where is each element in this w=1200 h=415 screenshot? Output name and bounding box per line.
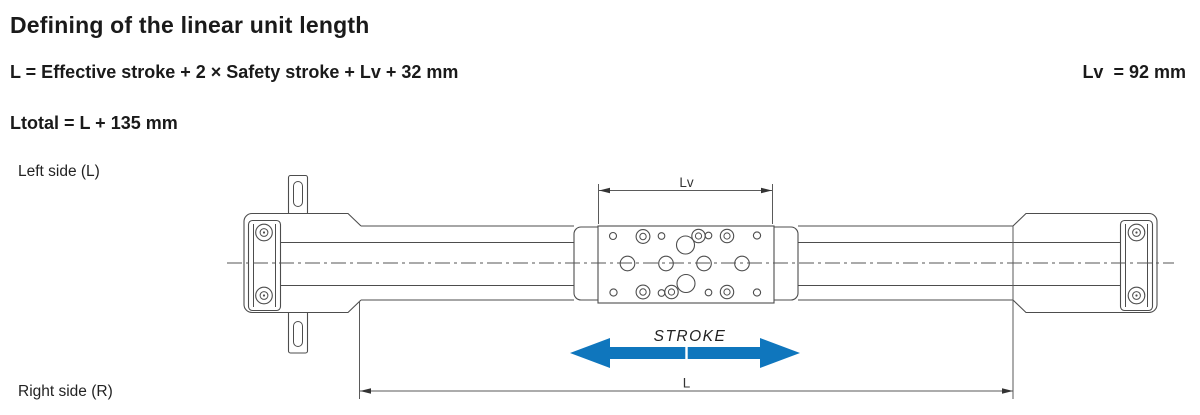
rail-body: [280, 225, 1121, 301]
carriage-hole: [657, 232, 666, 240]
carriage-hole: [704, 288, 713, 297]
carriage-hole-inner: [667, 288, 676, 296]
carriage-hole: [719, 228, 735, 244]
carriage-hole: [609, 288, 618, 297]
screw-hole-inner: [1132, 291, 1141, 300]
screw-hole-inner: [259, 228, 269, 237]
carriage-hole: [664, 284, 679, 300]
mounting-slot-top: [293, 181, 303, 207]
carriage-hole: [657, 289, 666, 297]
mounting-bracket-left: [287, 174, 309, 354]
left-side-label: Left side (L): [18, 163, 100, 180]
screw-hole-inner: [259, 291, 269, 300]
lv-value-note: Lv = 92 mm: [1082, 62, 1186, 82]
stroke-label: STROKE: [654, 328, 727, 345]
screw-center-dot: [262, 231, 266, 234]
arrow-left-icon: [599, 187, 610, 194]
right-side-label: Right side (R): [18, 383, 113, 400]
stroke-double-arrow-icon: [570, 338, 800, 368]
screw-center-dot: [1135, 231, 1138, 234]
l-dimension-label: L: [683, 376, 691, 391]
carriage-hole-inner: [723, 288, 731, 296]
right-end-plate: [1119, 219, 1154, 312]
carriage-hole-inner: [723, 232, 731, 240]
formula-length: L = Effective stroke + 2 × Safety stroke…: [10, 62, 459, 82]
carriage-hole: [719, 284, 735, 300]
carriage-hole: [752, 288, 762, 297]
screw-hole-inner: [1132, 228, 1141, 237]
carriage-hole: [635, 284, 651, 300]
screw-center-dot: [1135, 294, 1138, 297]
page-title: Defining of the linear unit length: [10, 12, 370, 38]
mounting-slot-bottom: [293, 321, 303, 347]
carriage-hole-inner: [694, 232, 703, 240]
formula-total-length: Ltotal = L + 135 mm: [10, 113, 178, 133]
stroke-indicator: STROKE: [570, 328, 800, 368]
left-end-plate: [247, 219, 282, 312]
carriage-hole: [704, 231, 713, 240]
arrow-right-icon: [761, 187, 772, 194]
screw-center-dot: [262, 294, 266, 297]
carriage-hole: [752, 231, 762, 240]
arrow-left-icon: [360, 388, 371, 394]
lv-dimension-label: Lv: [679, 175, 694, 190]
l-dimension: L: [359, 226, 1014, 399]
left-end-housing: [243, 212, 362, 314]
carriage-hole-inner: [639, 232, 647, 241]
carriage-hole-inner: [639, 288, 647, 296]
lv-dimension: Lv: [598, 175, 773, 224]
stroke-arrow-center-tick: [685, 346, 688, 360]
arrow-right-icon: [1002, 388, 1013, 394]
carriage: [573, 225, 799, 304]
carriage-hole: [608, 231, 618, 241]
carriage-hole: [676, 273, 696, 294]
carriage-hole: [675, 235, 696, 255]
carriage-hole: [635, 229, 651, 244]
